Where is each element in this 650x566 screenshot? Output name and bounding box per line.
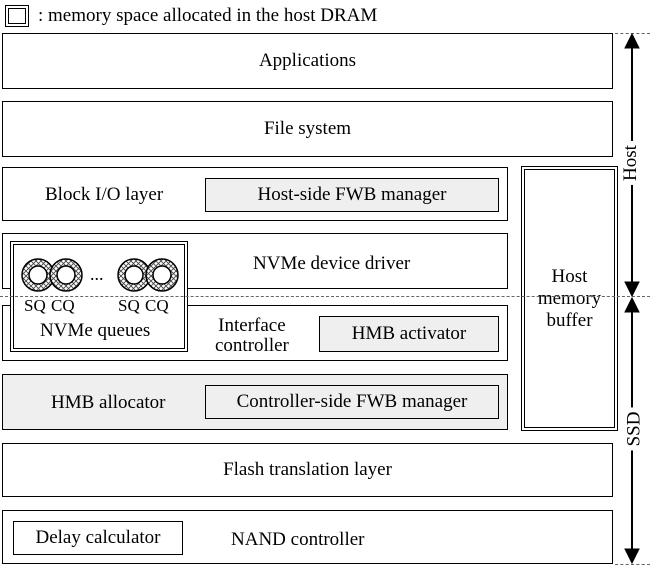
host-memory-buffer-box: Host memory buffer	[521, 166, 618, 431]
queue-rings-icon	[21, 258, 179, 292]
controller-fwb-manager-label: Controller-side FWB manager	[236, 391, 468, 412]
legend-text: : memory space allocated in the host DRA…	[38, 5, 378, 26]
block-io-label: Block I/O layer	[45, 184, 164, 205]
cq2-label: CQ	[145, 296, 169, 315]
layer-block-io: Block I/O layer Host-side FWB manager	[2, 167, 508, 221]
host-memory-buffer-label: Host memory buffer	[537, 265, 602, 331]
file-system-label: File system	[263, 118, 352, 139]
nand-controller-label: NAND controller	[231, 529, 365, 550]
hmb-activator-label: HMB activator	[351, 323, 467, 344]
host-ssd-dashed-line	[0, 296, 650, 297]
host-fwb-manager-box: Host-side FWB manager	[205, 178, 499, 212]
nvme-driver-label: NVMe device driver	[253, 253, 411, 274]
delay-calculator-label: Delay calculator	[35, 527, 161, 548]
sq-cq-pair-1-icon	[21, 258, 83, 292]
applications-label: Applications	[258, 50, 357, 71]
layer-nand-controller: Delay calculator NAND controller	[2, 510, 613, 564]
hmb-activator-box: HMB activator	[319, 316, 499, 352]
delay-calculator-box: Delay calculator	[13, 521, 183, 555]
sq-cq-pair-2-icon	[117, 258, 179, 292]
interface-controller-label: Interface controller	[215, 315, 289, 356]
legend-swatch	[5, 5, 29, 27]
layer-applications: Applications	[2, 33, 613, 89]
ssd-side-label: SSD	[623, 407, 646, 451]
sq1-label: SQ	[24, 296, 46, 315]
layer-ftl: Flash translation layer	[2, 443, 613, 497]
host-fwb-manager-label: Host-side FWB manager	[257, 184, 447, 205]
ftl-label: Flash translation layer	[223, 459, 392, 480]
side-arrows	[624, 32, 640, 565]
host-side-label: Host	[619, 141, 642, 185]
host-top-dashed-line	[615, 33, 650, 34]
nvme-queues-label: NVMe queues	[40, 320, 151, 341]
controller-fwb-manager-box: Controller-side FWB manager	[205, 385, 499, 419]
ssd-bottom-dashed-line	[615, 564, 650, 565]
sq2-label: SQ	[118, 296, 140, 315]
cq1-label: CQ	[51, 296, 75, 315]
layer-file-system: File system	[2, 101, 613, 157]
queue-ellipsis: ...	[90, 264, 104, 284]
hmb-allocator-label: HMB allocator	[51, 392, 166, 413]
layer-hmb-allocator: HMB allocator Controller-side FWB manage…	[2, 374, 508, 430]
